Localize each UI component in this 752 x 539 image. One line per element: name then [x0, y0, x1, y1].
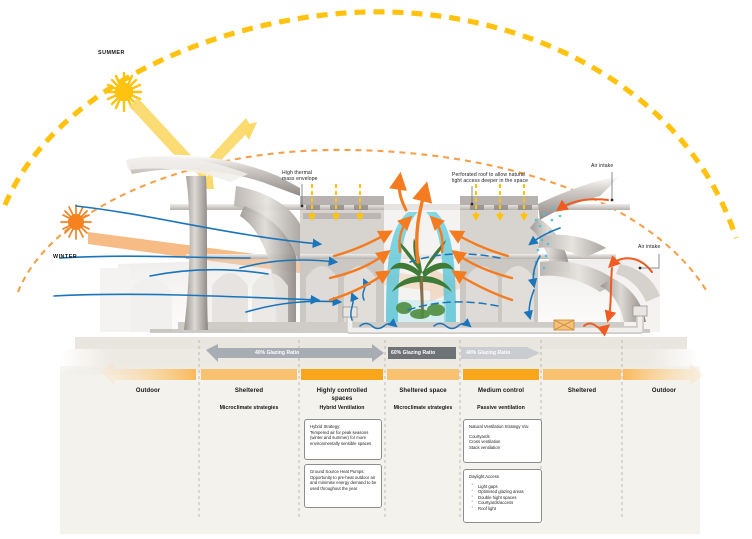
glazing-bar-centre — [388, 347, 456, 359]
annotation-perforated-roof: Perforated roof to allow natural light a… — [452, 172, 529, 185]
callout-hybrid-strategy: Hybrid Strategy: Tempered air for peak s… — [304, 419, 382, 460]
callout-body: Opportunity to pre-heat outdoor air and … — [310, 474, 377, 491]
summer-sun-path — [2, 9, 739, 239]
callout-title: Ground Source Heat Pumps: — [310, 469, 365, 474]
glazing-label-centre: 60% Glazing Ratio — [391, 350, 436, 356]
callout-title: Hybrid Strategy: — [310, 424, 341, 429]
callout-item: Double hight spaces — [469, 494, 537, 501]
zone-bar-sheltered-right — [543, 369, 621, 380]
callout-ground-source-heat-pumps: Ground Source Heat Pumps: Opportunity to… — [304, 464, 382, 508]
cool-air-arrows — [53, 205, 343, 313]
zone-bar-outdoor-left — [100, 364, 196, 385]
callout-body: Tempered air for peak seasons (winter an… — [310, 429, 372, 446]
annotation-air-intake-upper: Air intake — [591, 163, 614, 169]
callout-item: Stack ventilation — [469, 444, 500, 450]
callout-item: Light gaps — [469, 482, 537, 490]
glazing-label-left: 40% Glazing Ratio — [255, 350, 300, 356]
callout-item: Cross ventilation — [469, 439, 501, 445]
callout-item: Courtyards/access — [469, 499, 537, 506]
callout-item: Courtyards — [469, 433, 490, 439]
zone-strategy-highly-controlled: Hybrid Ventilation — [319, 405, 365, 411]
ground-slab — [178, 322, 624, 329]
solar-gain-arrows — [310, 184, 526, 214]
glazing-label-right: 40% Glazing Ratio — [466, 350, 511, 356]
callout-list: Light gaps Optimised glazing areas Doubl… — [469, 482, 537, 512]
central-courtyard — [384, 204, 460, 322]
zone-label-highly-controlled: Highly controlled spaces — [316, 388, 368, 402]
winter-label: WINTER — [53, 254, 78, 260]
callout-item: Roof light — [469, 505, 537, 512]
zone-bar-highly-controlled — [301, 369, 383, 380]
duct-airflow — [350, 278, 472, 330]
zone-strategy-medium-control: Passive ventilation — [477, 405, 525, 411]
solar-gain-arrowheads — [308, 214, 528, 221]
zone-bar-outdoor-right — [623, 364, 704, 385]
intake-arrows — [555, 198, 653, 337]
zone-strategy-sheltered-space: Microclimate strategies — [393, 405, 453, 411]
zone-label-outdoor-right: Outdoor — [651, 388, 677, 394]
zone-label-medium-control: Medium control — [478, 388, 524, 394]
underground-duct — [342, 305, 648, 334]
zone-bar-sheltered-space — [387, 369, 459, 380]
downdraught-cooling — [523, 206, 562, 321]
annotation-high-thermal-mass: High thermal mass envelope — [282, 170, 318, 183]
zone-label-sheltered-left: Sheltered — [234, 388, 264, 394]
callout-title: Daylight Access — [469, 474, 499, 479]
zone-bar-sheltered-left — [201, 369, 297, 380]
zone-label-sheltered-space: Sheltered space — [399, 388, 447, 394]
summer-label: SUMMER — [98, 50, 125, 56]
zone-strategy-sheltered-left: Microclimate strategies — [219, 405, 279, 411]
zone-label-outdoor-left: Outdoor — [135, 388, 161, 394]
callout-natural-ventilation-strategy: Natural Ventilation Strategy Via: Courty… — [463, 419, 542, 463]
callout-title: Natural Ventilation Strategy Via: — [469, 424, 529, 429]
glazing-bar-right — [461, 347, 540, 359]
zone-bar-medium-control — [463, 369, 539, 380]
zone-label-sheltered-right: Sheltered — [567, 388, 597, 394]
glazing-bar-left — [206, 344, 384, 362]
callout-daylight-access: Daylight Access Light gaps Optimised gla… — [463, 469, 542, 523]
annotation-air-intake-lower: Air intake — [638, 244, 661, 250]
summer-sun-icon — [105, 71, 143, 113]
callout-item: Optimised glazing areas — [469, 488, 537, 495]
winter-sun-icon — [60, 204, 92, 240]
warm-air-arrows — [328, 171, 514, 302]
